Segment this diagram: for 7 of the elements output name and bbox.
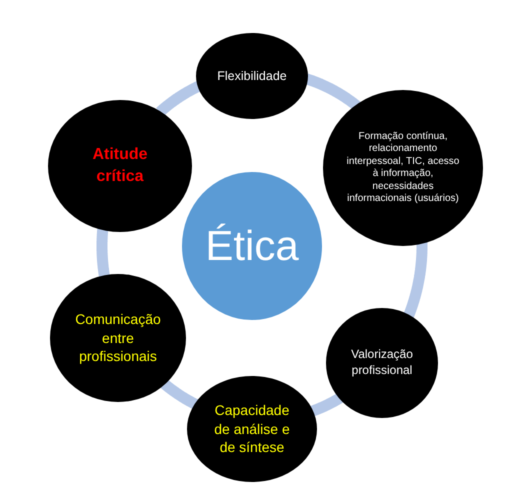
node-label: Valorização profissional — [350, 347, 414, 379]
node-label: Atitude crítica — [91, 145, 149, 187]
node-label: Capacidade de análise e de síntese — [213, 400, 291, 458]
hub-label: Ética — [205, 222, 299, 270]
node-label: Flexibilidade — [217, 68, 287, 84]
node-label: Comunicação entre profissionais — [74, 310, 162, 366]
node-label: Formação contínua, relacionamento interpessoal, TIC, acesso à informação, necessidades informacionais (usuários) — [346, 130, 460, 206]
